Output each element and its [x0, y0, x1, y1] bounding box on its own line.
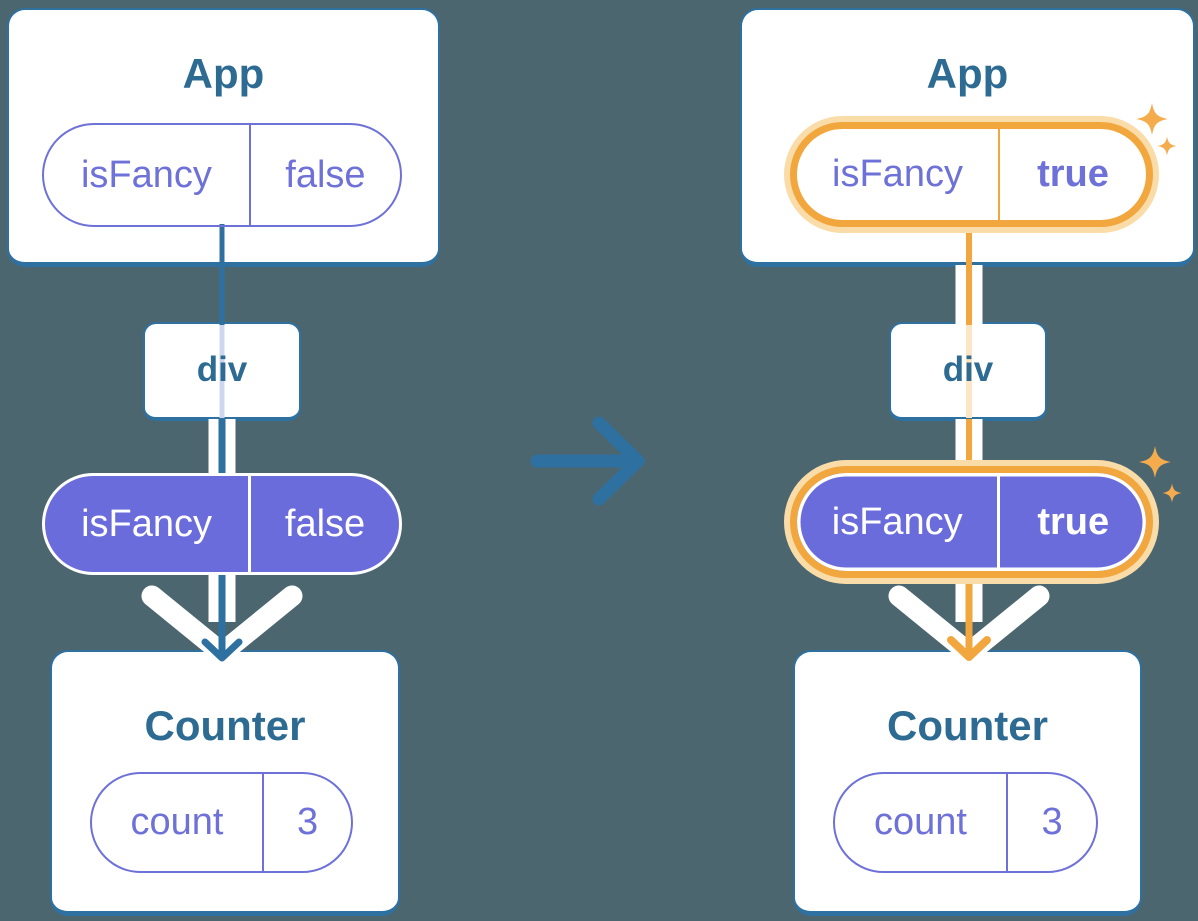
after-big-chevron — [888, 585, 1050, 664]
before-counter-title: Counter — [144, 702, 306, 749]
after-counter-state-key: count — [874, 801, 967, 843]
after-counter-title: Counter — [887, 702, 1048, 749]
arrow-right-icon — [530, 416, 645, 506]
before-passed-prop-key: isFancy — [81, 502, 213, 545]
after-app-prop-value: true — [998, 129, 1146, 220]
after-passed-prop-value: true — [997, 473, 1146, 571]
after-div-box: div — [889, 322, 1047, 421]
before-passed-prop-value: false — [248, 476, 399, 572]
before-app-title: App — [182, 50, 265, 97]
before-div-title: div — [196, 350, 248, 389]
before-counter-state-pill: count 3 — [90, 772, 353, 873]
before-big-chevron — [141, 585, 303, 664]
before-counter-state-value: 3 — [262, 774, 351, 871]
after-counter-state-pill: count 3 — [833, 772, 1098, 873]
before-app-prop-pill: isFancy false — [42, 123, 402, 227]
after-app-prop-key: isFancy — [832, 153, 963, 195]
before-counter-state-key: count — [130, 801, 224, 843]
sparkle-icon — [1162, 483, 1182, 503]
before-app-prop-key: isFancy — [80, 153, 212, 196]
before-app-prop-value: false — [248, 125, 400, 225]
after-passed-prop-key: isFancy — [831, 500, 963, 543]
after-passed-prop-pill-highlighted: isFancy true — [790, 466, 1153, 578]
after-app-prop-pill-highlighted: isFancy true — [790, 122, 1153, 227]
before-passed-prop-pill: isFancy false — [42, 473, 402, 575]
after-counter-state-value: 3 — [1006, 774, 1096, 871]
after-app-title: App — [926, 50, 1009, 97]
after-div-title: div — [942, 350, 994, 389]
before-div-box: div — [143, 322, 301, 421]
